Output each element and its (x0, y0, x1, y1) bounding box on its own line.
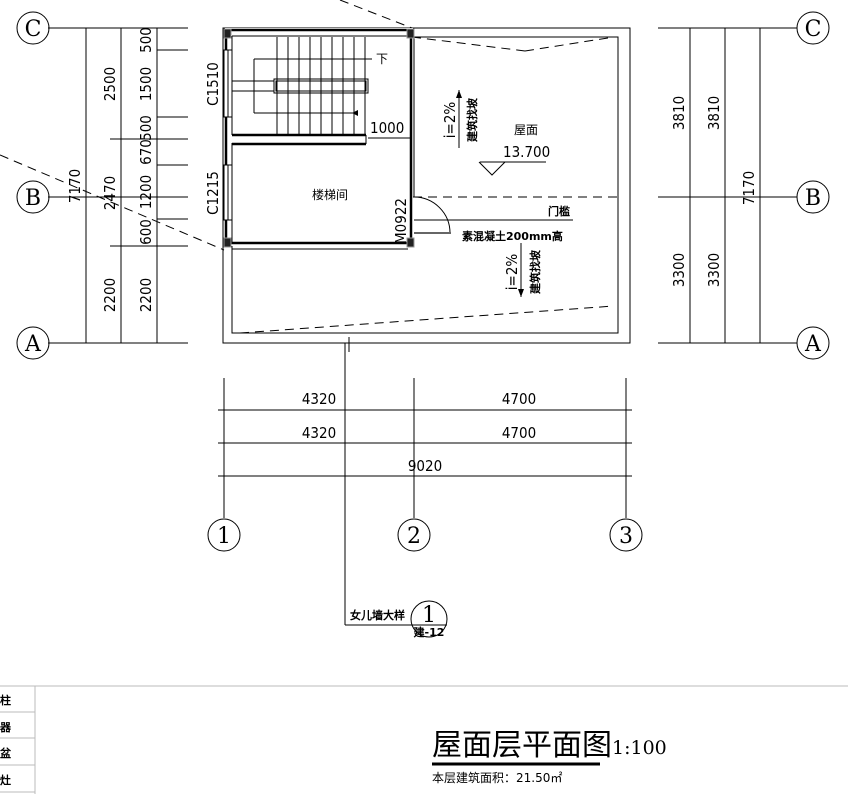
svg-text:1500: 1500 (137, 67, 155, 101)
svg-text:B: B (25, 186, 41, 211)
svg-text:3810: 3810 (705, 96, 723, 130)
threshold-label: 门槛 (548, 204, 570, 218)
svg-text:A: A (804, 332, 822, 357)
svg-text:500: 500 (137, 27, 155, 53)
bottom-dimensions: 4320 4700 4320 4700 9020 (302, 390, 536, 475)
svg-text:600: 600 (137, 219, 155, 245)
svg-text:灶: 灶 (0, 773, 11, 787)
detail-label: 女儿墙大样 (350, 608, 405, 622)
svg-text:3300: 3300 (705, 253, 723, 287)
right-dimensions: 3810 3300 3810 3300 7170 (670, 96, 758, 287)
axis-marker-bottom: 1 2 3 (207, 518, 643, 552)
svg-text:1: 1 (217, 524, 231, 549)
left-axis-grid (48, 27, 188, 344)
detail-sheet: 建-12 (414, 625, 445, 639)
svg-text:A: A (24, 332, 42, 357)
svg-text:4700: 4700 (502, 424, 536, 442)
stair-room (223, 28, 415, 250)
svg-text:2200: 2200 (137, 278, 155, 312)
svg-text:9020: 9020 (408, 457, 442, 475)
section-line (339, 0, 413, 29)
slope-1: i=2% (441, 102, 459, 139)
svg-text:B: B (805, 186, 821, 211)
floor-area: 本层建筑面积：21.50㎡ (432, 770, 562, 785)
svg-text:670: 670 (137, 139, 155, 165)
stair-down-label: 下 (376, 52, 388, 66)
svg-text:2470: 2470 (101, 176, 119, 210)
roof-label: 屋面 (514, 123, 538, 137)
svg-text:3810: 3810 (670, 96, 688, 130)
drawing-scale: 1:100 (612, 737, 667, 759)
svg-text:500: 500 (137, 115, 155, 141)
left-dimensions: 7170 2500 2470 2200 500 1500 500 670 120… (66, 27, 155, 312)
slope-2: i=2% (503, 254, 521, 291)
elevation-marker (478, 161, 546, 176)
svg-text:4320: 4320 (302, 424, 336, 442)
svg-text:4700: 4700 (502, 390, 536, 408)
svg-text:2500: 2500 (101, 67, 119, 101)
slope-1-note: 建筑找坡 (465, 97, 479, 142)
slope-2-note: 建筑找坡 (528, 249, 542, 294)
svg-text:1200: 1200 (137, 175, 155, 209)
right-axis-grid (658, 27, 797, 344)
window-c1510: C1510 (204, 62, 222, 106)
svg-text:柱: 柱 (0, 693, 11, 707)
window-c1215: C1215 (204, 171, 222, 215)
svg-text:器: 器 (0, 721, 12, 734)
elevation-value: 13.700 (503, 143, 550, 161)
svg-text:2: 2 (407, 524, 421, 549)
svg-text:7170: 7170 (740, 171, 758, 205)
slope-arrow-down (518, 243, 524, 297)
svg-text:2200: 2200 (101, 278, 119, 312)
legend-table: 柱 器 盆 灶 (0, 685, 848, 794)
stair-width-dim: 1000 (370, 119, 404, 137)
section-line (0, 154, 225, 251)
stairs (232, 37, 412, 139)
svg-text:3300: 3300 (670, 253, 688, 287)
drawing-title: 屋面层平面图 (432, 728, 612, 763)
detail-number: 1 (422, 603, 436, 628)
room-label: 楼梯间 (312, 187, 348, 202)
svg-text:4320: 4320 (302, 390, 336, 408)
bottom-axis-grid (218, 378, 632, 518)
axis-marker-left: C B A (16, 11, 50, 360)
svg-text:3: 3 (619, 524, 633, 549)
door-m0922: M0922 (392, 198, 410, 244)
svg-text:盆: 盆 (0, 746, 12, 760)
svg-text:7170: 7170 (66, 169, 84, 203)
detail-callout (344, 337, 448, 638)
svg-text:C: C (805, 17, 822, 42)
slope-arrow-up (456, 90, 462, 148)
svg-text:C: C (25, 17, 42, 42)
threshold-note: 素混凝土200mm高 (462, 229, 563, 243)
door-swing (413, 196, 573, 234)
axis-marker-right: C B A (796, 11, 830, 360)
